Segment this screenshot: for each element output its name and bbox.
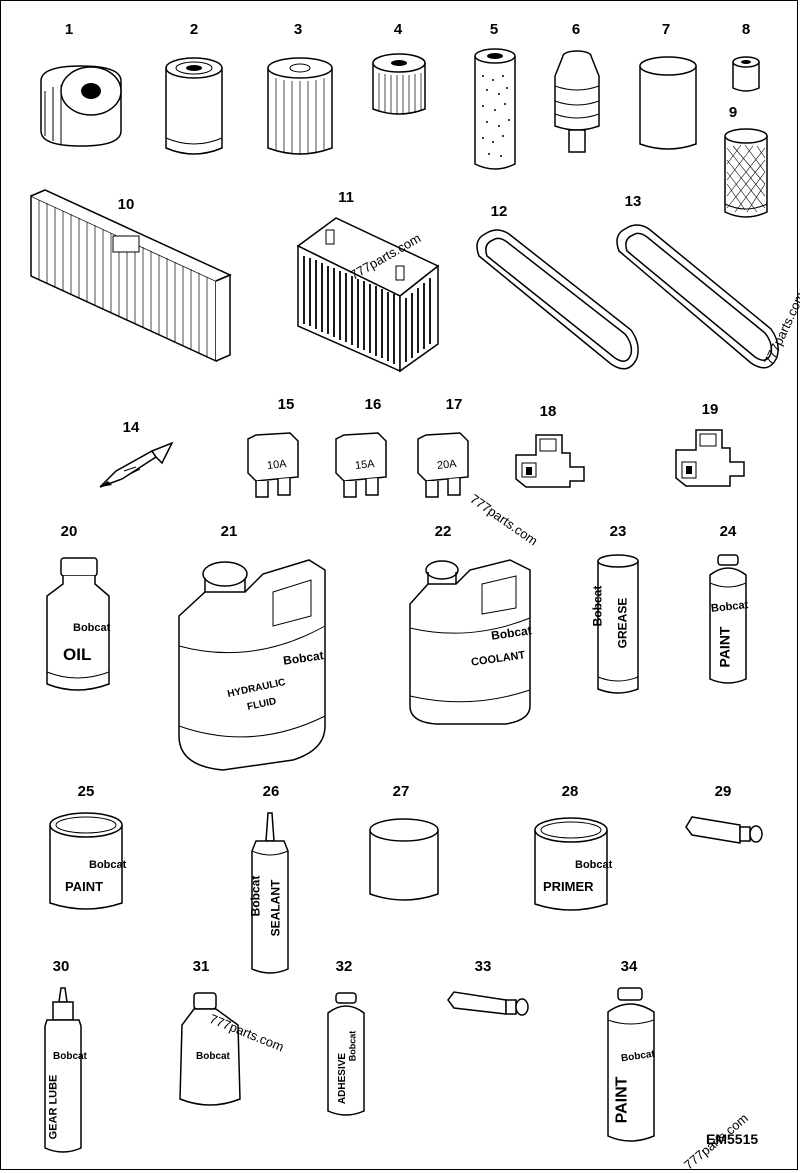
paint-tin-icon [46,811,126,916]
squeeze-bottle-icon [176,991,246,1111]
part-number-1: 1 [64,21,74,38]
part-number-24: 24 [719,523,737,540]
part-number-15: 15 [277,396,295,413]
fuse-10a-icon [246,431,301,501]
adhesive-can-icon [324,991,369,1121]
compound-tube-icon [684,811,764,851]
strainer-icon [549,46,605,156]
grease-tube-icon [596,553,641,698]
hydraulic-jug-icon [173,556,333,776]
part-number-33: 33 [474,958,492,975]
part-number-6: 6 [571,21,581,38]
oil-label: OIL [63,645,92,664]
part-number-22: 22 [434,523,452,540]
tin-brand-label: Bobcat [89,859,127,871]
part-number-31: 31 [192,958,210,975]
bushing-icon [731,56,761,96]
fuse-15-label: 10A [266,458,288,472]
part-number-32: 32 [335,958,353,975]
connector-icon [506,431,586,501]
air-filter-element-icon [266,56,334,155]
oil-filter-icon [31,51,131,151]
small-tube-icon [446,986,531,1026]
oil-brand-label: Bobcat [73,622,111,634]
large-spray-label: PAINT [613,1076,631,1124]
part-number-21: 21 [220,523,238,540]
part-number-23: 23 [609,523,627,540]
part-number-8: 8 [741,21,751,38]
connector-alt-icon [666,426,746,501]
part-number-14: 14 [122,419,140,436]
part-number-16: 16 [364,396,382,413]
part-number-7: 7 [661,21,671,38]
part-number-30: 30 [52,958,70,975]
spray-label: PAINT [716,626,733,668]
part-number-5: 5 [489,21,499,38]
drive-belt-icon [471,226,646,376]
primer-tin-icon [531,816,611,916]
part-number-27: 27 [392,783,410,800]
large-spray-can-icon [604,986,659,1146]
tin-label: PAINT [65,879,104,894]
part-number-26: 26 [262,783,280,800]
gear-lube-bottle-icon [41,986,86,1156]
part-number-12: 12 [490,203,508,220]
drive-belt-alt-icon [611,221,786,376]
part-number-18: 18 [539,403,557,420]
cartridge-filter-icon [473,46,517,176]
empty-tin-icon [366,816,441,906]
fuse-17-label: 20A [436,458,458,472]
part-number-9: 9 [728,104,738,121]
adhesive-brand-label: Bobcat [347,1030,358,1062]
part-number-2: 2 [189,21,199,38]
grease-label: GREASE [615,597,630,649]
grease-brand-label: Bobcat [590,585,605,627]
sealant-tube-icon [248,811,293,981]
part-number-10: 10 [117,196,135,213]
part-number-34: 34 [620,958,638,975]
part-number-19: 19 [701,401,719,418]
oil-bottle-icon [41,556,116,696]
battery-icon [296,216,441,371]
coolant-jug-icon [406,556,536,731]
breather-filter-icon [723,126,769,224]
squeeze-brand-label: Bobcat [196,1051,230,1062]
bulb-icon [96,441,181,491]
cab-air-filter-icon [31,196,221,366]
part-number-13: 13 [624,193,642,210]
part-number-29: 29 [714,783,732,800]
sealant-brand-label: Bobcat [248,875,263,917]
fuse-20a-icon [416,431,471,501]
spin-on-filter-icon [164,56,224,161]
gear-lube-brand-label: Bobcat [53,1051,87,1062]
paint-can-spray-icon [706,553,751,688]
part-number-25: 25 [77,783,95,800]
filter-sleeve-icon [638,56,698,156]
primer-label: PRIMER [543,879,594,894]
fuse-15a-icon [334,431,389,501]
part-number-11: 11 [338,189,354,206]
part-number-20: 20 [60,523,78,540]
part-number-3: 3 [293,21,303,38]
fuel-filter-icon [371,51,427,115]
fuse-16-label: 15A [354,458,376,472]
drawing-code: EM5515 [706,1131,759,1147]
part-number-28: 28 [561,783,579,800]
primer-brand-label: Bobcat [575,859,613,871]
part-number-4: 4 [393,21,403,38]
part-number-17: 17 [445,396,463,413]
gear-lube-label: GEAR LUBE [47,1074,60,1140]
adhesive-label: ADHESIVE [337,1052,349,1105]
sealant-label: SEALANT [268,879,283,937]
